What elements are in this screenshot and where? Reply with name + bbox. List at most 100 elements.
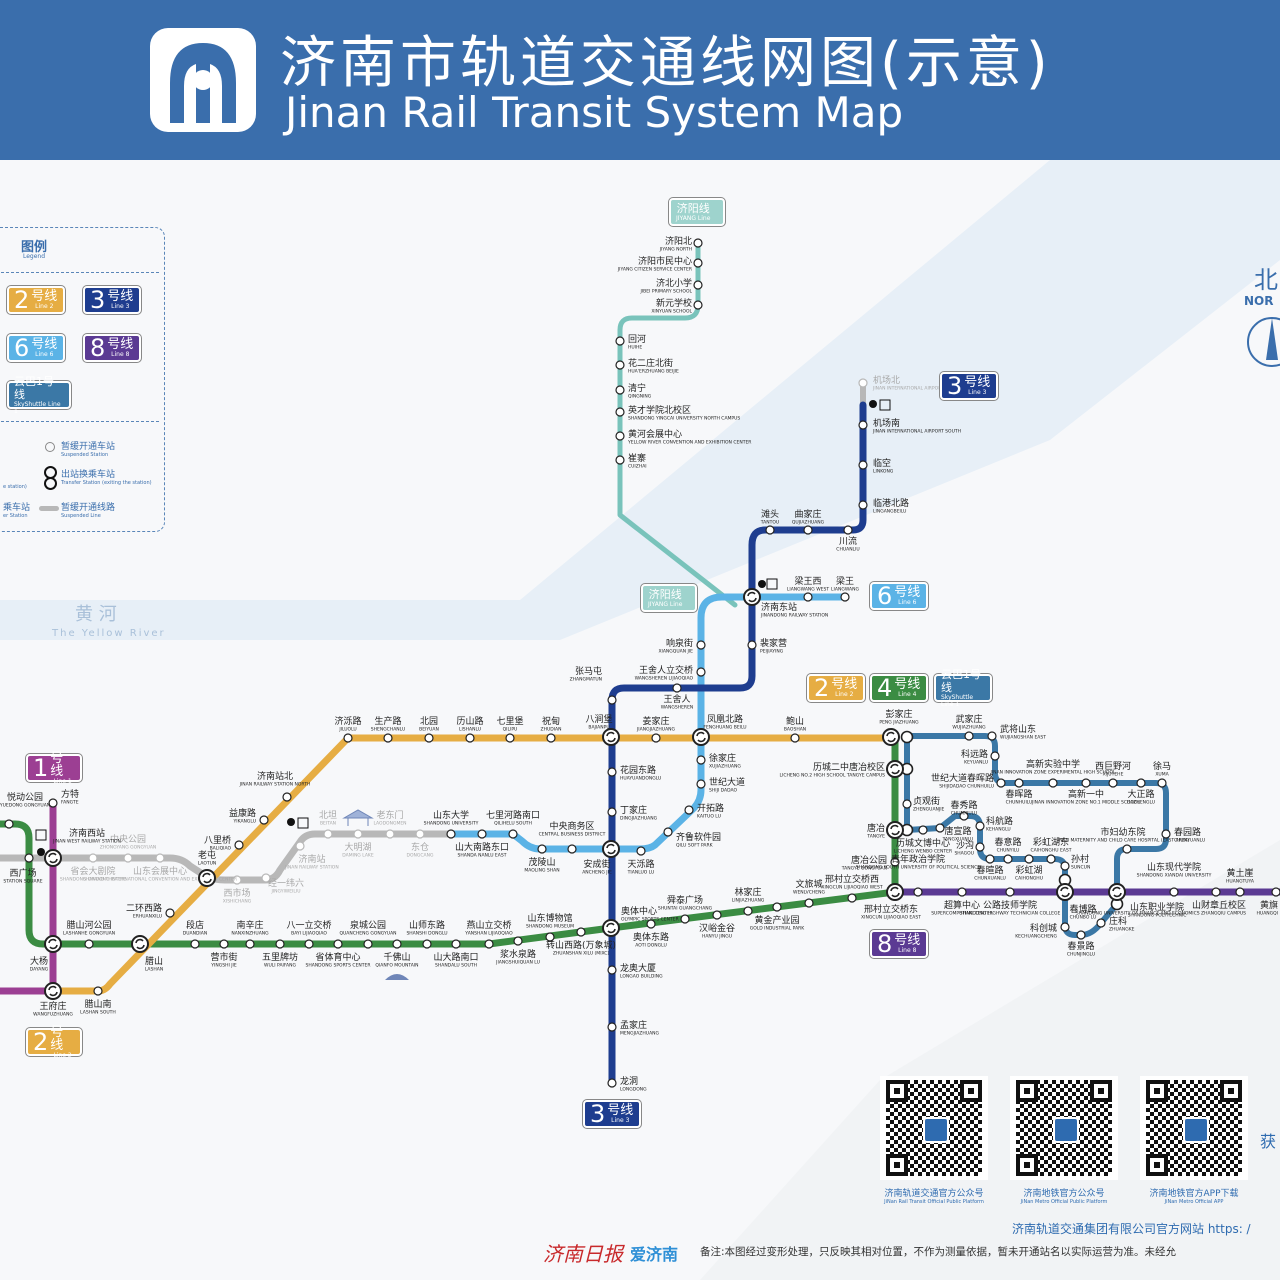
qr-code-metro-app[interactable] [1140,1076,1248,1180]
